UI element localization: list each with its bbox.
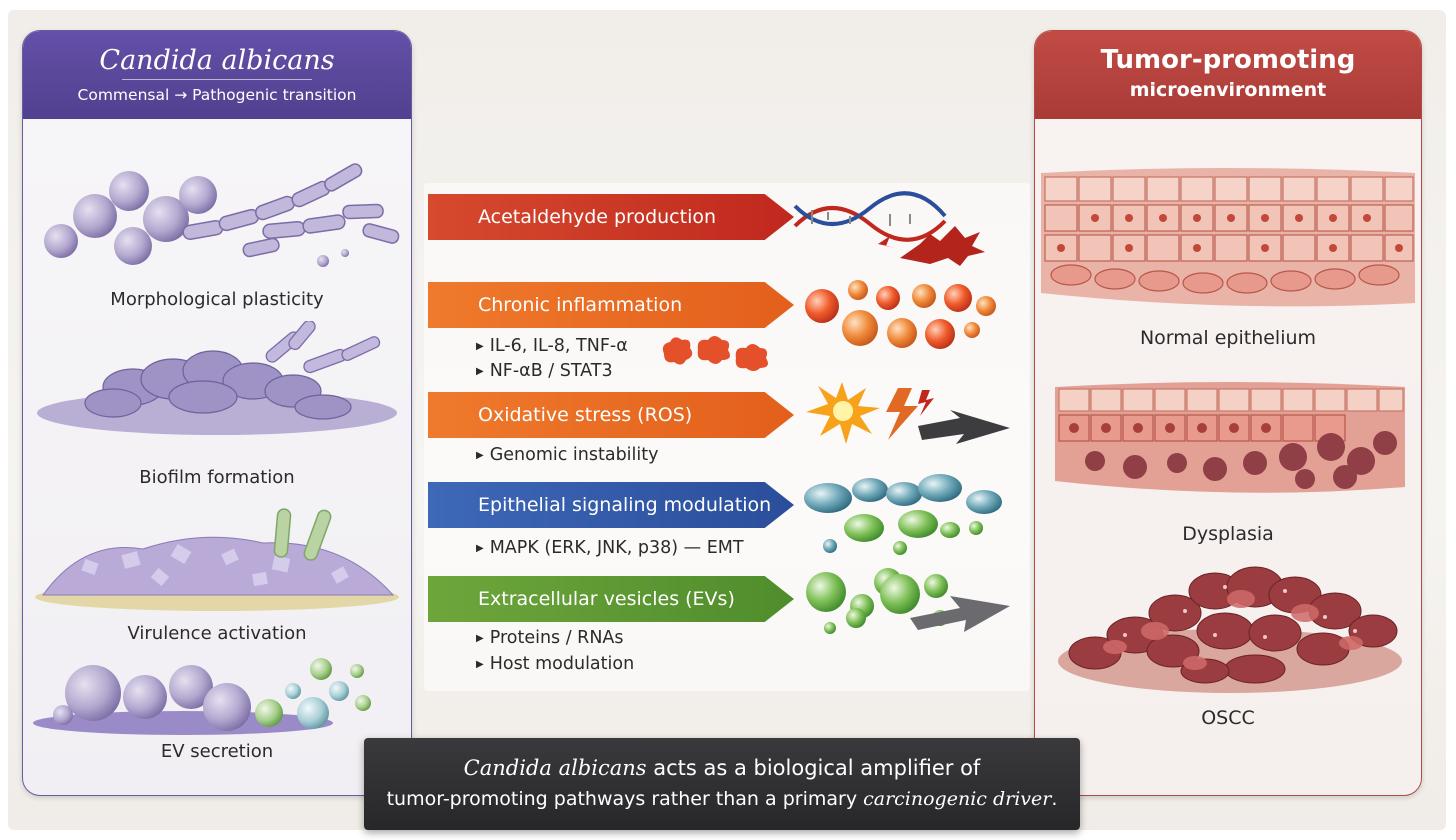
tumor-microenvironment-panel: Tumor-promoting microenvironment <box>1034 30 1422 796</box>
virulence-illustration <box>35 508 399 611</box>
normal-epithelium-illustration <box>1041 168 1415 307</box>
caption-text: tumor-promoting pathways rather than a p… <box>386 788 864 810</box>
dna-damage-icon <box>793 191 985 266</box>
ev-secretion-illustration <box>33 658 371 735</box>
stage-label-oscc: OSCC <box>1201 707 1255 729</box>
summary-caption: Candida albicans acts as a biological am… <box>364 738 1080 830</box>
cytokine-clusters-icon <box>662 336 768 371</box>
oscc-illustration <box>1058 566 1402 693</box>
stage-label-morphological-plasticity: Morphological plasticity <box>110 289 324 310</box>
detail-cytokines: ▶IL-6, IL-8, TNF-α <box>476 336 628 356</box>
detail-genomic-instability: ▶Genomic instability <box>476 445 659 465</box>
detail-mapk-emt: ▶MAPK (ERK, JNK, p38) — EMT <box>476 538 744 558</box>
mechanism-oxidative-stress: Oxidative stress (ROS) <box>428 392 794 438</box>
caption-text: acts as a biological amplifier of <box>646 756 981 780</box>
title-underline <box>122 79 312 80</box>
detail-proteins-rnas: ▶Proteins / RNAs <box>476 628 624 648</box>
stage-label-dysplasia: Dysplasia <box>1182 523 1274 545</box>
caption-organism: Candida albicans <box>463 756 647 780</box>
vesicles-icon <box>806 568 1010 634</box>
stage-label-biofilm-formation: Biofilm formation <box>139 467 295 488</box>
stage-label-virulence-activation: Virulence activation <box>127 623 307 644</box>
ros-burst-icon <box>806 382 1010 444</box>
mechanism-epithelial-signaling: Epithelial signaling modulation <box>428 482 794 528</box>
candida-panel: Candida albicans Commensal → Pathogenic … <box>22 30 412 796</box>
mechanism-chronic-inflammation: Chronic inflammation <box>428 282 794 328</box>
candida-panel-header: Candida albicans Commensal → Pathogenic … <box>23 31 411 119</box>
inflammatory-cells-icon <box>805 280 996 349</box>
detail-nfkb-stat3: ▶NF-αB / STAT3 <box>476 361 613 381</box>
caption-line-1: Candida albicans acts as a biological am… <box>364 738 1080 780</box>
biofilm-illustration <box>37 321 397 435</box>
dysplasia-illustration <box>1055 382 1405 493</box>
detail-host-modulation: ▶Host modulation <box>476 654 635 674</box>
caption-emphasis: carcinogenic driver <box>863 788 1052 810</box>
candida-panel-title: Candida albicans <box>99 45 335 76</box>
tumor-panel-title: Tumor-promoting <box>1100 45 1356 75</box>
yeast-hyphae-illustration <box>44 163 400 267</box>
stage-label-normal-epithelium: Normal epithelium <box>1139 327 1317 349</box>
caption-text: . <box>1051 788 1058 810</box>
stage-label-ev-secretion: EV secretion <box>160 741 274 762</box>
tumor-panel-header: Tumor-promoting microenvironment <box>1035 31 1421 119</box>
tumor-panel-subtitle: microenvironment <box>1129 79 1327 101</box>
mechanism-acetaldehyde-production: Acetaldehyde production <box>428 194 794 240</box>
signaling-cells-icon <box>804 474 1002 555</box>
mechanism-extracellular-vesicles: Extracellular vesicles (EVs) <box>428 576 794 622</box>
candida-panel-subtitle: Commensal → Pathogenic transition <box>77 86 357 104</box>
caption-line-2: tumor-promoting pathways rather than a p… <box>364 780 1080 810</box>
